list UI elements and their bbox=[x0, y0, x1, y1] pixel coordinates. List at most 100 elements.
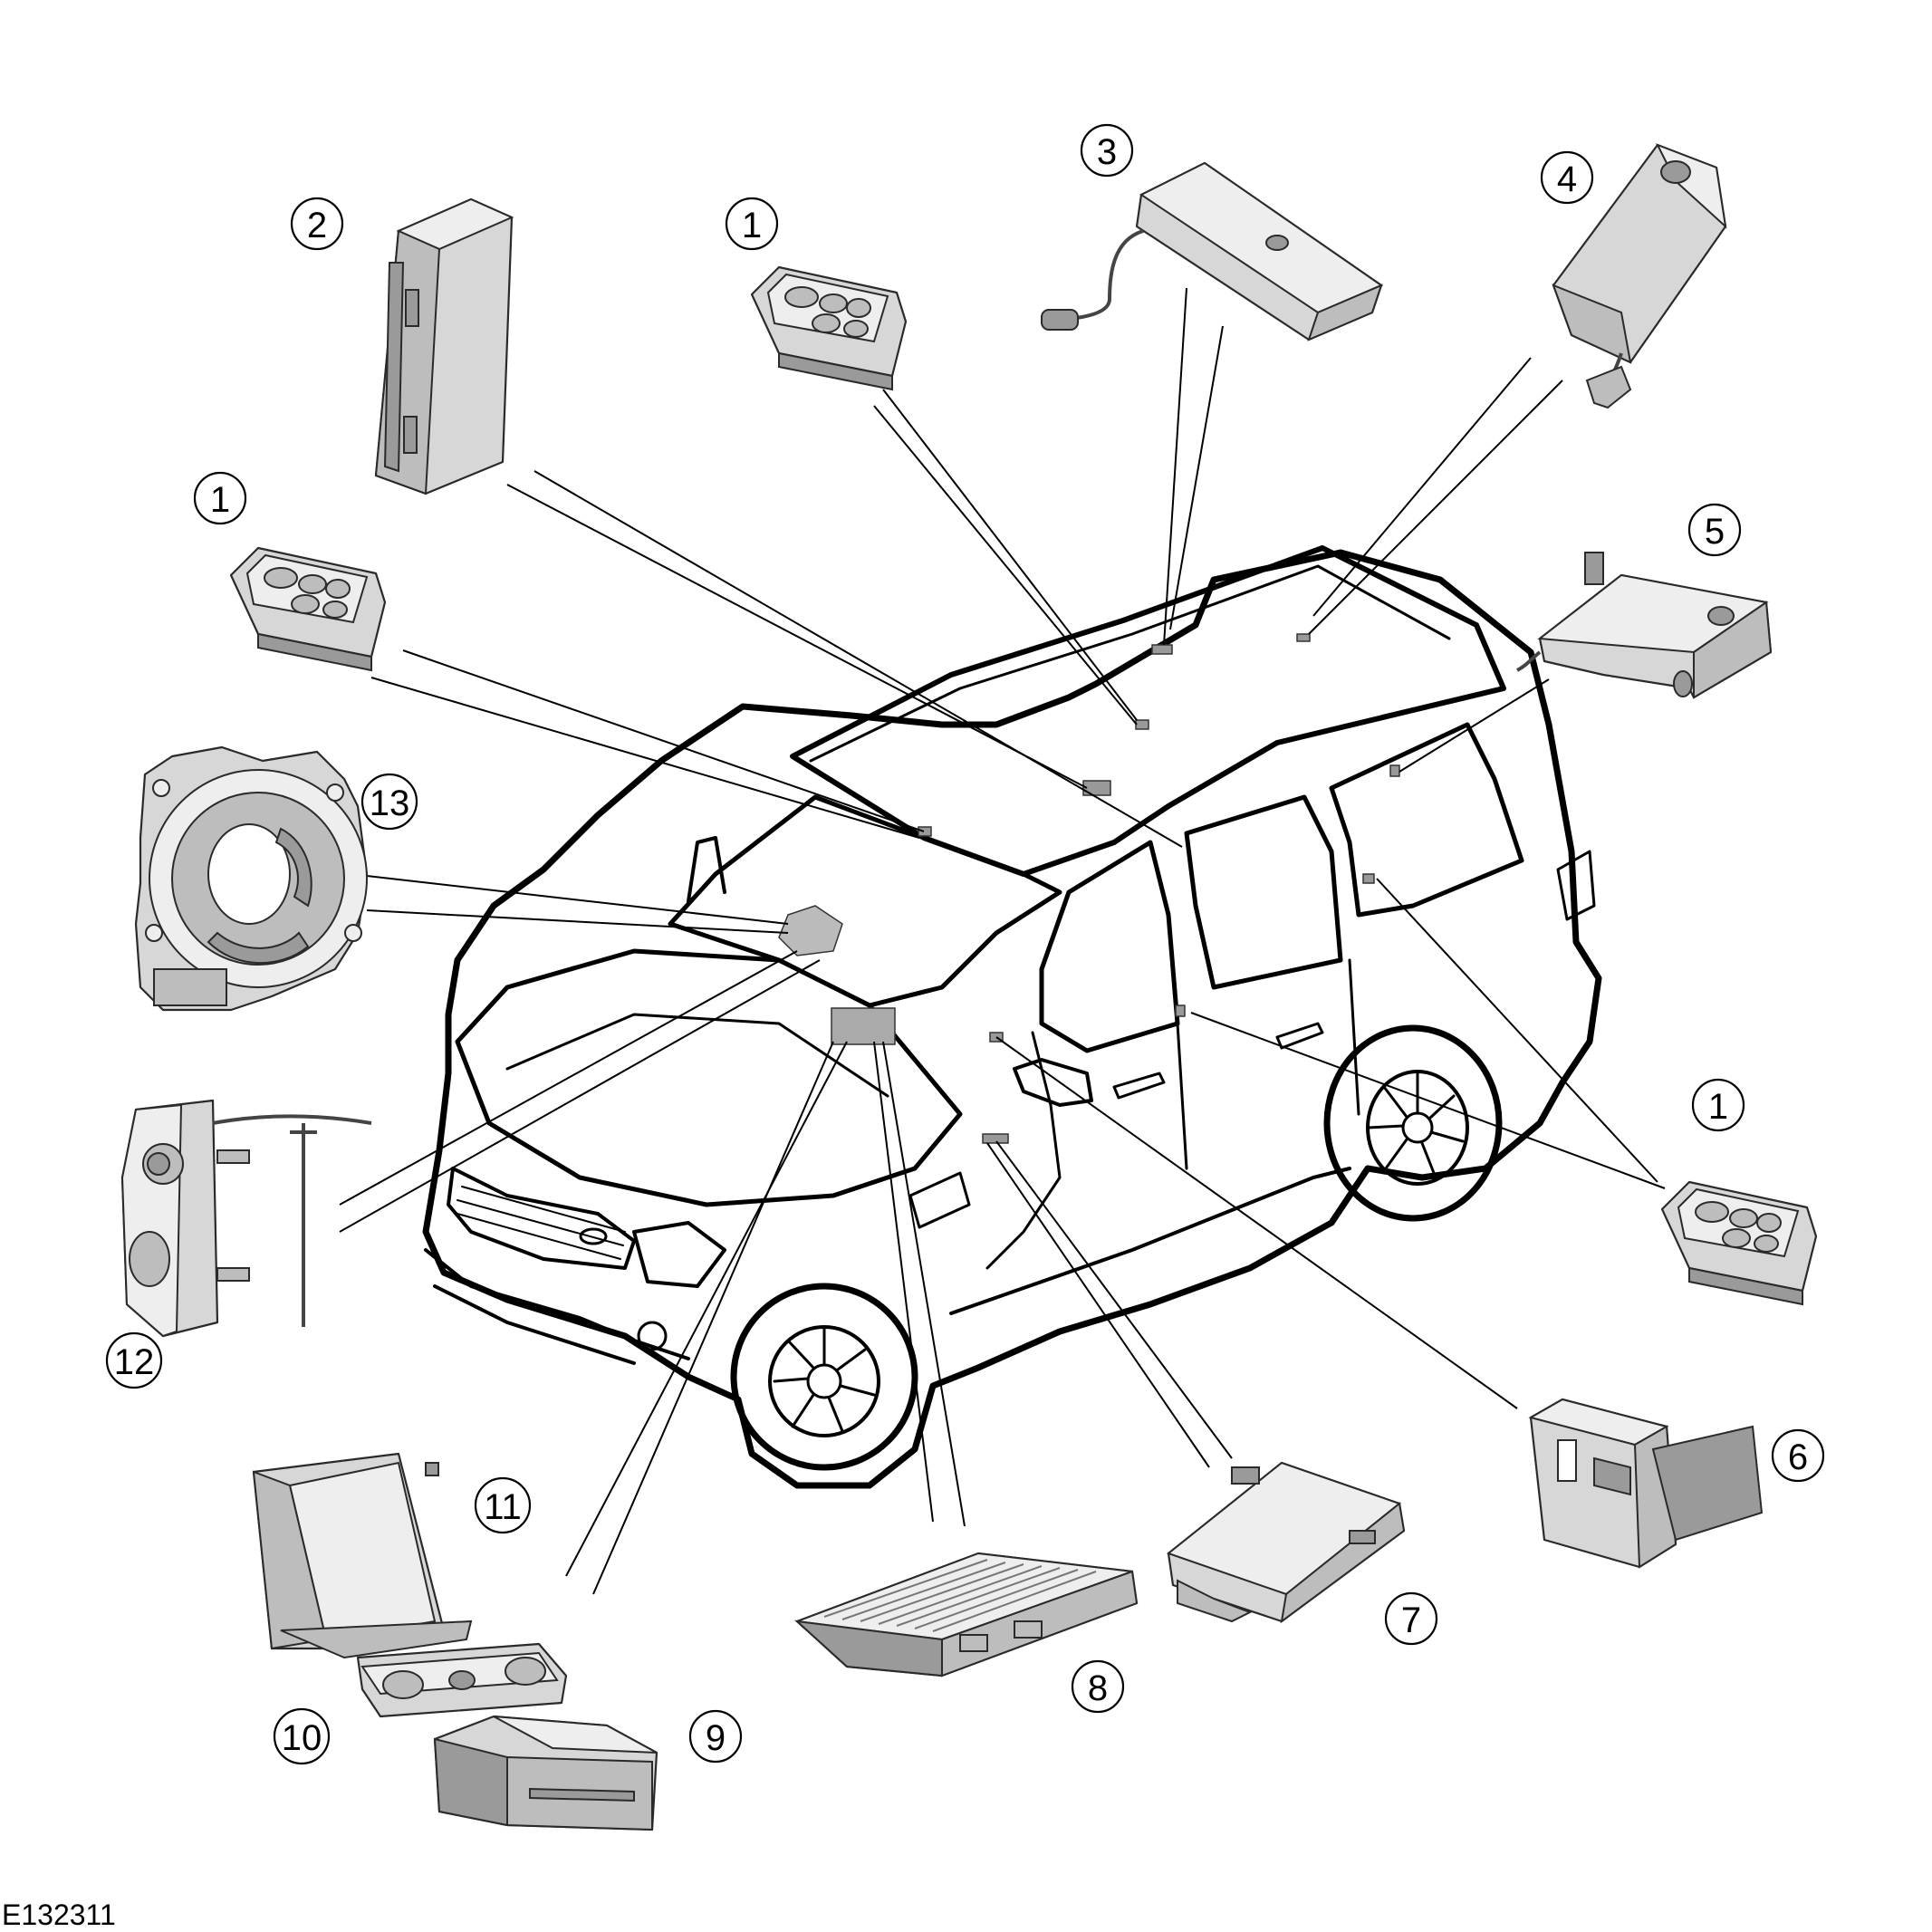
component-window-switch-right bbox=[1660, 1180, 1818, 1306]
vehicle-illustration bbox=[422, 545, 1602, 1489]
vehicle-far-mirror bbox=[687, 836, 726, 903]
callout-label: 2 bbox=[307, 206, 327, 245]
vehicle-rear-wheel bbox=[1323, 1024, 1503, 1222]
vehicle-roof-rail bbox=[809, 564, 1451, 763]
vehicle-bonnet-crease bbox=[505, 1013, 889, 1098]
vehicle-grille bbox=[447, 1167, 636, 1270]
leader-9 bbox=[592, 1041, 834, 1595]
leader-3-b bbox=[1169, 325, 1224, 630]
leader-13-a bbox=[366, 875, 789, 925]
leader-8-b bbox=[882, 1041, 966, 1527]
vehicle-sill bbox=[949, 1167, 1351, 1315]
leader-13-b bbox=[366, 909, 789, 934]
vehicle-body-outline bbox=[422, 549, 1602, 1489]
marker-d-pillar bbox=[1389, 764, 1400, 777]
leader-7-a bbox=[995, 1140, 1233, 1459]
component-bracket-module bbox=[1552, 143, 1727, 409]
callout-1-left: 1 bbox=[193, 471, 247, 525]
leader-1-left-b bbox=[370, 677, 920, 839]
component-audio-unit bbox=[433, 1715, 658, 1831]
vehicle-windscreen bbox=[668, 794, 1062, 1008]
callout-label: 11 bbox=[484, 1487, 522, 1527]
component-climate-panel bbox=[356, 1642, 568, 1718]
leader-1-top-b bbox=[873, 405, 1138, 726]
leader-12-b bbox=[339, 959, 821, 1233]
callout-1-top: 1 bbox=[725, 197, 779, 251]
vehicle-side-vent bbox=[908, 1171, 971, 1229]
callout-2: 2 bbox=[290, 197, 344, 251]
marker-roof-rear bbox=[1296, 633, 1311, 642]
leader-7-b bbox=[986, 1142, 1210, 1468]
callout-6: 6 bbox=[1771, 1428, 1825, 1483]
leader-5 bbox=[1399, 678, 1550, 773]
vehicle-badge bbox=[579, 1227, 608, 1245]
leader-lines bbox=[339, 287, 1666, 1595]
vehicle-quarter-window bbox=[1329, 722, 1524, 918]
callout-label: 4 bbox=[1557, 159, 1577, 199]
leader-4-b bbox=[1312, 357, 1532, 617]
figure-id: E132311 bbox=[2, 1898, 116, 1931]
callout-label: 12 bbox=[114, 1342, 155, 1382]
callout-label: 9 bbox=[706, 1718, 726, 1758]
vehicle-roof bbox=[790, 545, 1506, 877]
vehicle-rear-door-handle bbox=[1275, 1022, 1324, 1050]
vehicle-rear-lamp bbox=[1556, 850, 1596, 921]
marker-clockspring bbox=[778, 905, 843, 956]
leader-8-a bbox=[873, 1041, 934, 1523]
callout-label: 6 bbox=[1788, 1437, 1808, 1477]
component-window-switch-top bbox=[750, 265, 908, 391]
vehicle-door-mirror bbox=[1013, 1058, 1093, 1107]
callout-label: 1 bbox=[742, 206, 762, 245]
vehicle-front-wheel bbox=[730, 1283, 918, 1471]
component-usb-socket bbox=[1528, 1398, 1764, 1569]
marker-roof-module bbox=[1151, 644, 1173, 655]
component-amplifier bbox=[793, 1552, 1139, 1677]
component-clockspring bbox=[134, 745, 369, 1012]
component-window-switch-left bbox=[229, 546, 387, 672]
callout-label: 1 bbox=[210, 480, 230, 520]
leader-1-left-a bbox=[402, 649, 925, 832]
leader-1-right-b bbox=[1376, 878, 1658, 1183]
callout-13: 13 bbox=[360, 773, 418, 831]
component-control-module bbox=[374, 197, 514, 495]
callout-10: 10 bbox=[273, 1707, 331, 1765]
marker-rear-door-switch bbox=[1175, 1004, 1186, 1017]
leader-10 bbox=[565, 1041, 848, 1577]
vehicle-grille-bars bbox=[457, 1186, 626, 1260]
leader-2-a bbox=[506, 484, 1088, 789]
marker-rear-switch bbox=[1362, 873, 1375, 884]
component-steering-switch bbox=[120, 1099, 372, 1338]
marker-centre-console bbox=[831, 1007, 896, 1045]
component-small-module bbox=[1166, 1461, 1406, 1624]
component-display bbox=[252, 1452, 473, 1659]
callout-3: 3 bbox=[1080, 123, 1134, 178]
callout-label: 1 bbox=[1708, 1087, 1728, 1127]
vehicle-bonnet bbox=[455, 948, 963, 1207]
vehicle-front-hub bbox=[806, 1363, 842, 1399]
callout-label: 7 bbox=[1401, 1600, 1421, 1640]
callout-4: 4 bbox=[1540, 150, 1594, 205]
callout-5: 5 bbox=[1687, 503, 1742, 557]
callout-7: 7 bbox=[1384, 1591, 1438, 1646]
callout-12: 12 bbox=[105, 1331, 163, 1389]
callout-label: 5 bbox=[1705, 512, 1725, 552]
callout-8: 8 bbox=[1071, 1659, 1125, 1714]
leader-4-a bbox=[1308, 380, 1563, 635]
component-roof-module bbox=[1041, 161, 1384, 341]
vehicle-front-door-window bbox=[1039, 840, 1180, 1053]
vehicle-front-door-handle bbox=[1112, 1072, 1166, 1100]
marker-kick-panel bbox=[982, 1133, 1009, 1144]
vehicle-rear-spokes bbox=[1366, 1072, 1465, 1179]
callout-label: 8 bbox=[1088, 1668, 1108, 1708]
vehicle-fog-lamp bbox=[637, 1321, 668, 1351]
callout-label: 10 bbox=[282, 1718, 322, 1758]
marker-front-switch bbox=[918, 826, 932, 837]
callout-9: 9 bbox=[688, 1709, 743, 1764]
leader-6 bbox=[995, 1036, 1518, 1409]
callout-label: 13 bbox=[370, 783, 410, 823]
leader-2-b bbox=[533, 470, 1183, 848]
leader-1-right-a bbox=[1190, 1012, 1666, 1189]
vehicle-front-spokes bbox=[773, 1325, 876, 1433]
callout-1-right: 1 bbox=[1691, 1078, 1745, 1132]
